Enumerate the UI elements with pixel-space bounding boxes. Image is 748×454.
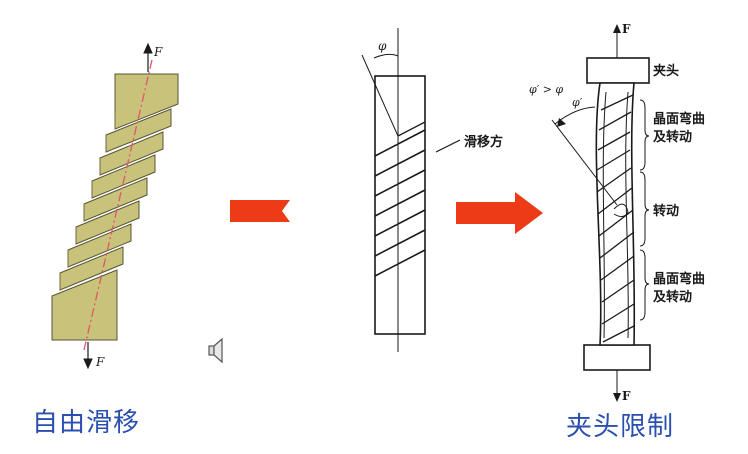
- caption-grip-constrained: 夹头限制: [566, 412, 675, 442]
- zone-middle-label: 转动: [653, 203, 679, 219]
- slip-axis-line: [83, 59, 153, 351]
- constrained-specimen-figure: [551, 24, 651, 402]
- grip-bottom: [583, 344, 651, 371]
- brace-bottom-zone: [639, 249, 650, 321]
- brace-top-zone: [639, 99, 650, 171]
- crystal-blocks: [51, 73, 179, 341]
- angle-phi-prime-label: φ′: [572, 96, 583, 109]
- force-label-bottom-right: F: [622, 389, 631, 403]
- middle-specimen-figure: [361, 28, 461, 352]
- specimen-body: [374, 75, 426, 335]
- brace-middle-zone: [639, 171, 650, 247]
- slip-direction-arrow: [435, 139, 461, 153]
- zone-top-line1: 晶面弯曲: [653, 111, 705, 127]
- zone-top-line2: 及转动: [653, 129, 692, 145]
- angle-phi-label: φ: [378, 39, 387, 53]
- right-red-arrow-icon: [456, 192, 543, 234]
- zone-bottom-line1: 晶面弯曲: [653, 271, 705, 287]
- force-arrow-top: [143, 42, 153, 72]
- zone-bottom-line2: 及转动: [653, 289, 692, 305]
- step-edges: [59, 112, 116, 290]
- speaker-icon[interactable]: [208, 337, 223, 364]
- angle-compare-label: φ′ > φ: [529, 83, 563, 96]
- caption-free-slip: 自由滑移: [32, 408, 141, 438]
- force-label-top-right: F: [622, 22, 631, 36]
- free-slip-figure: F F: [51, 42, 179, 370]
- slip-direction-label: 滑移方: [464, 134, 503, 150]
- grip-top: [586, 57, 650, 84]
- bent-specimen-body: [595, 82, 636, 346]
- left-red-arrow-icon: [230, 200, 290, 222]
- rotated-slip-lines: [596, 94, 635, 343]
- force-label-top: F: [153, 45, 163, 59]
- force-label-bottom: F: [95, 355, 105, 369]
- grip-label: 夹头: [653, 63, 679, 79]
- force-arrow-bottom: [83, 342, 93, 370]
- slip-plane-lines: [374, 129, 426, 277]
